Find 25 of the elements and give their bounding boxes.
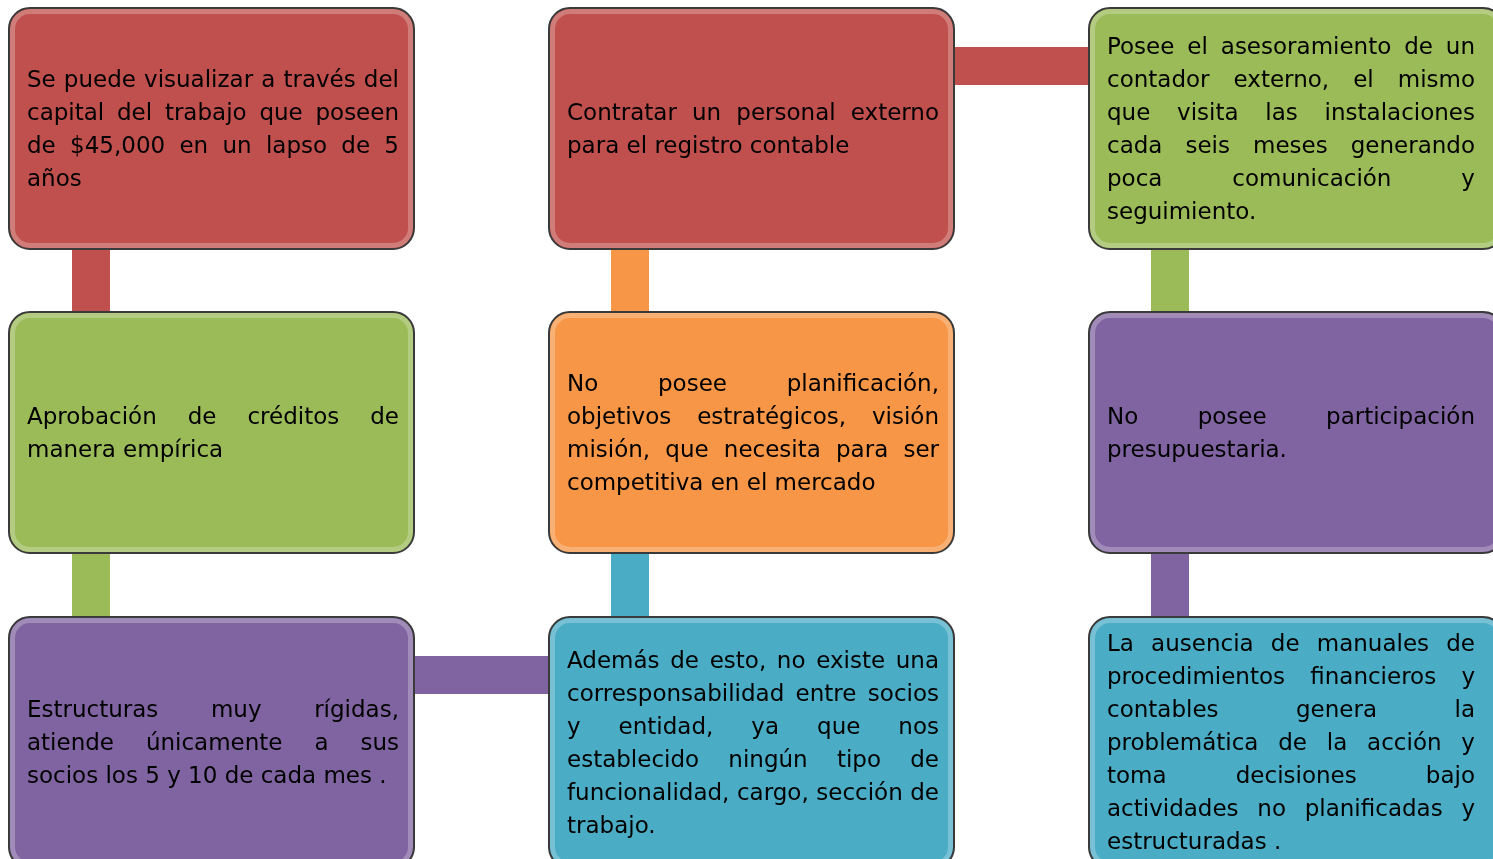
- box-text: No posee planificación, objetivos estratégicos, visión misión, que necesita para ser competitiva en el mercado: [567, 368, 939, 497]
- process-box: [1088, 311, 1493, 554]
- process-box: [548, 311, 955, 554]
- process-box: [8, 311, 415, 554]
- process-box: [1088, 7, 1493, 250]
- box-text: No posee participación presupuestaria.: [1107, 401, 1475, 464]
- box-text: Aprobación de créditos de manera empírica: [27, 401, 399, 464]
- box-text: Además de esto, no existe una corresponsabilidad entre socios y entidad, ya que nos establecido ningún tipo de funcionalidad, cargo, sección de trabajo.: [567, 645, 939, 840]
- box-text: La ausencia de manuales de procedimientos financieros y contables genera la problemática de la acción y toma decisiones bajo actividades no planificadas y estructuradas .: [1107, 629, 1475, 856]
- process-box: [8, 7, 415, 250]
- box-text: Estructuras muy rígidas, atiende únicamente a sus socios los 5 y 10 de cada mes .: [27, 695, 399, 790]
- process-box: [548, 7, 955, 250]
- box-text: Posee el asesoramiento de un contador externo, el mismo que visita las instalaciones cada seis meses generando poca comunicación y seguimiento.: [1107, 31, 1475, 226]
- process-box: [548, 616, 955, 859]
- connector-bar: [1151, 554, 1189, 616]
- connector-bar: [611, 554, 649, 616]
- connector-bar: [72, 250, 110, 311]
- box-text: Se puede visualizar a través del capital del trabajo que poseen de $45,000 en un lapso de 5 años: [27, 64, 399, 193]
- connector-bar: [955, 47, 1088, 85]
- box-text: Contratar un personal externo para el registro contable: [567, 97, 939, 160]
- process-box: [8, 616, 415, 859]
- connector-bar: [415, 656, 548, 694]
- connector-bar: [1151, 250, 1189, 311]
- process-box: [1088, 616, 1493, 859]
- connector-bar: [72, 554, 110, 616]
